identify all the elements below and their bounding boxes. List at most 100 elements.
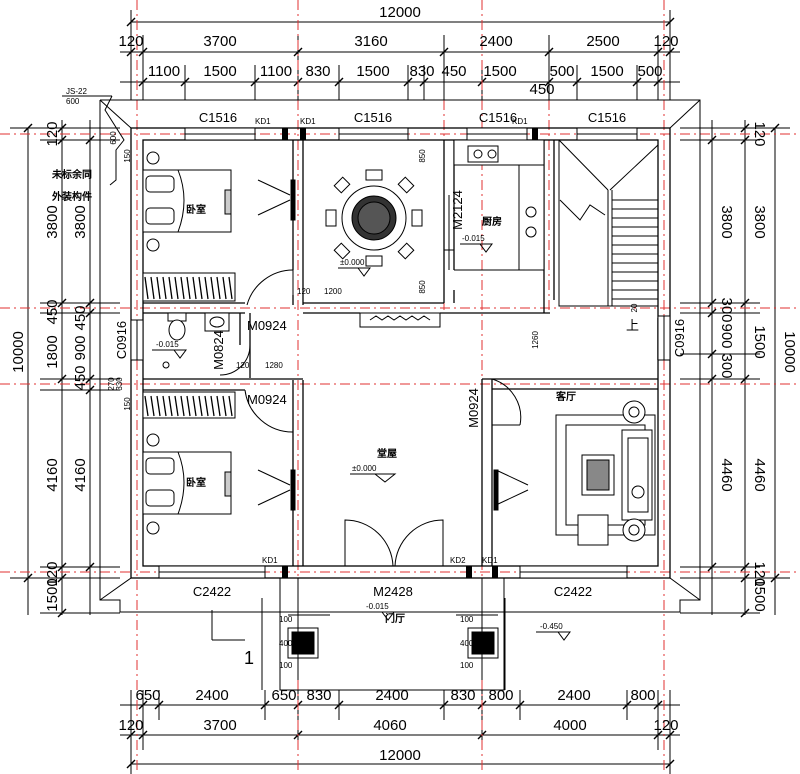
- dim-text: 500: [549, 63, 574, 80]
- dim-text: 3800: [718, 205, 735, 238]
- notes: JS-22 600 未标余同 外装构件 1 上: [51, 87, 639, 668]
- dim-text: 120: [44, 561, 61, 586]
- dim-text: 3700: [203, 33, 236, 50]
- dim-text: 150: [123, 149, 132, 163]
- dim-text: 120: [44, 121, 61, 146]
- dim-text: 2400: [375, 687, 408, 704]
- left-dimensions: 10000 120 3800 450 1800 4160 120 1500 38…: [10, 121, 89, 611]
- dim-text: 850: [418, 149, 427, 163]
- dim-text: 1260: [531, 331, 540, 349]
- elevation-text: -0.015: [366, 602, 389, 611]
- kd-labels: KD1 KD1 KD1 KD1 KD2 KD1: [255, 117, 528, 565]
- dim-text: 850: [418, 280, 427, 294]
- note-line: 外装构件: [51, 190, 92, 203]
- dim-text: 3700: [203, 717, 236, 734]
- dim-text: 1280: [265, 361, 283, 370]
- kd-label: KD1: [300, 117, 316, 126]
- planter: [359, 312, 441, 328]
- bed-top: [142, 151, 232, 252]
- dim-text: 650: [271, 687, 296, 704]
- door-labels: M0924 M0924 M0924 M0824 M2124 M2428: [211, 190, 481, 599]
- bottom-dimensions: 650 2400 650 830 2400 830 800 2400 800 1…: [118, 687, 678, 764]
- dim-text: 450: [529, 81, 554, 98]
- window-label: C1516: [479, 110, 517, 125]
- toilet-fixtures: [162, 312, 230, 369]
- window-label: C2422: [554, 584, 592, 599]
- dim-text: 800: [488, 687, 513, 704]
- dim-text: 300: [718, 353, 735, 378]
- dim-text: 830: [409, 63, 434, 80]
- sofa-set: [555, 400, 656, 546]
- kd-label: KD1: [262, 556, 278, 565]
- room-name-porch: 门厅: [385, 612, 405, 625]
- dim-text: 1500: [590, 63, 623, 80]
- bed-bottom: [142, 433, 232, 535]
- elevation-text: -0.450: [540, 622, 563, 631]
- dim-text: 120: [751, 561, 768, 586]
- elevation-text: ±0.000: [352, 464, 377, 473]
- dim-text: 120: [236, 361, 250, 370]
- dim-text: 900: [72, 335, 89, 360]
- dim-text: 4460: [718, 458, 735, 491]
- top-dimensions: 12000 120 3700 3160 2400 2500 120 1100 1…: [118, 4, 678, 98]
- dim-text: 150: [123, 397, 132, 411]
- dim-text: 1500: [203, 63, 236, 80]
- porch-small-dims: 100 400 100 100 400 100: [279, 615, 474, 670]
- dim-text: 330: [115, 377, 124, 391]
- dim-text: 4460: [751, 458, 768, 491]
- dim-text: 120: [118, 717, 143, 734]
- elevation-markers: [152, 243, 571, 641]
- window-label: C0916: [672, 319, 687, 357]
- dim-text: 4160: [44, 458, 61, 491]
- room-name-kitchen: 厨房: [482, 215, 502, 228]
- dim-text: 100: [279, 661, 293, 670]
- dining-table: [325, 169, 423, 267]
- dim-text: 4160: [72, 458, 89, 491]
- dim-text: 400: [279, 639, 293, 648]
- dim-text: 800: [630, 687, 655, 704]
- dim-text: 1800: [44, 335, 61, 368]
- note-600: 600: [66, 97, 80, 106]
- dim-text: 830: [306, 687, 331, 704]
- window-label: C1516: [199, 110, 237, 125]
- dim-text: 3800: [72, 205, 89, 238]
- dim-text: 300: [718, 297, 735, 322]
- left-total-dim: 10000: [10, 331, 27, 373]
- window-label: C1516: [354, 110, 392, 125]
- door-label: M0824: [211, 330, 226, 370]
- door-label: M0924: [247, 392, 287, 407]
- dim-text: 500: [637, 63, 662, 80]
- dim-text: 4060: [373, 717, 406, 734]
- door-label: M0924: [466, 388, 481, 428]
- dim-text: 120: [118, 33, 143, 50]
- note-js: JS-22: [66, 87, 87, 96]
- dimension-ticks: [23, 17, 780, 769]
- dim-text: 900: [718, 323, 735, 348]
- note-line: 未标余同: [51, 168, 92, 181]
- dim-text: 1100: [260, 63, 292, 80]
- section-mark: 1: [244, 648, 254, 668]
- note-leader: [62, 95, 125, 186]
- dim-text: 3800: [751, 205, 768, 238]
- kd-label: KD2: [450, 556, 466, 565]
- dim-text: 1500: [356, 63, 389, 80]
- kd-label: KD1: [482, 556, 498, 565]
- dim-text: 1200: [324, 287, 342, 296]
- dim-text: 120: [751, 121, 768, 146]
- dim-text: 600: [109, 131, 118, 145]
- right-total-dim: 10000: [781, 331, 798, 373]
- dim-text: 270: [107, 377, 116, 391]
- window-label: C2422: [193, 584, 231, 599]
- kd-label: KD1: [512, 117, 528, 126]
- eave-outline: [99, 99, 701, 613]
- dim-text: 650: [135, 687, 160, 704]
- room-name-hall: 堂屋: [377, 447, 397, 460]
- kd-label: KD1: [255, 117, 271, 126]
- elevation-labels: ±0.000 -0.015 ±0.000 -0.015 -0.015 -0.45…: [156, 234, 563, 631]
- dim-text: 450: [441, 63, 466, 80]
- dim-text: 400: [460, 639, 474, 648]
- dim-text: 4000: [553, 717, 586, 734]
- dim-text: 2400: [557, 687, 590, 704]
- top-total-dim: 12000: [379, 4, 421, 21]
- dim-text: 1500: [751, 325, 768, 358]
